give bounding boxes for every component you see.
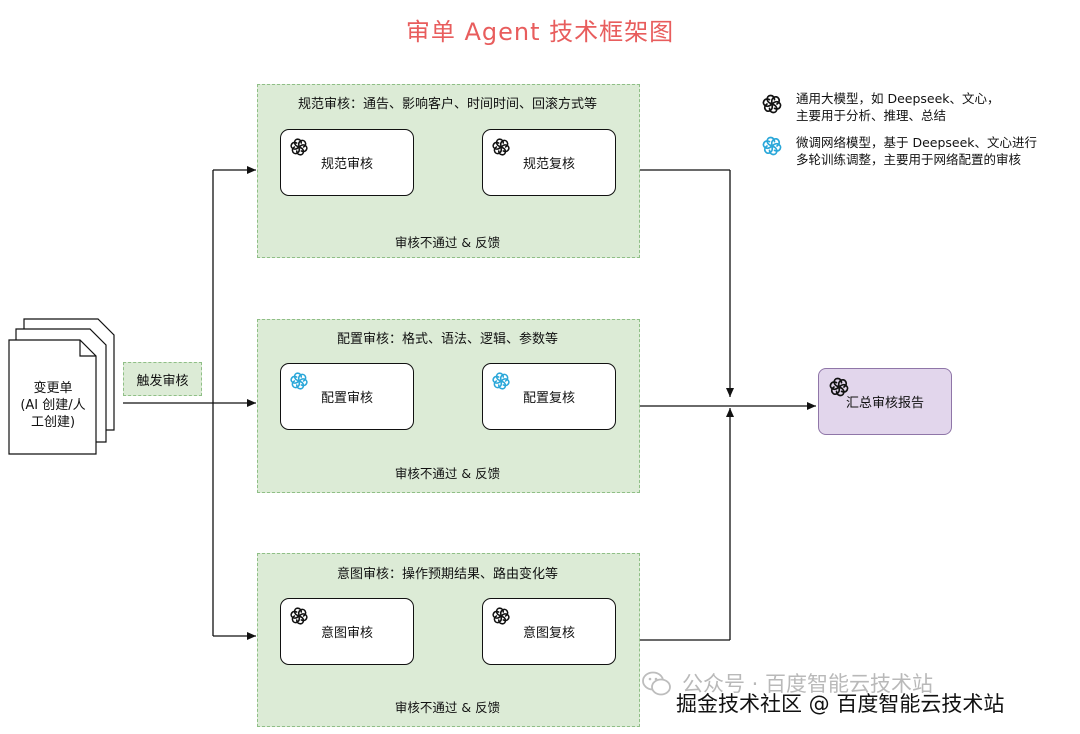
- document-stack-icon: [8, 318, 115, 455]
- group-1-feedback-label: 审核不通过 & 反馈: [394, 235, 501, 250]
- group-3-label: 意图审核：操作预期结果、路由变化等: [336, 567, 558, 582]
- summary-report-node: 汇总审核报告: [818, 368, 952, 435]
- watermark-ghost-text: 公众号 · 百度智能云技术站: [682, 672, 934, 696]
- config-review-label: 配置审核: [320, 391, 373, 406]
- openai-logo-icon: [492, 372, 510, 390]
- intent-review-node: 意图审核: [280, 598, 414, 665]
- trigger-review-box: 触发审核: [123, 362, 202, 396]
- group-2-label: 配置审核：格式、语法、逻辑、参数等: [336, 332, 558, 347]
- config-recheck-label: 配置复核: [522, 391, 575, 406]
- document-label: 变更单 (AI 创建/人 工创建): [20, 381, 86, 430]
- openai-logo-icon: [290, 607, 308, 625]
- intent-recheck-label: 意图复核: [522, 626, 575, 641]
- intent-review-label: 意图审核: [320, 626, 373, 641]
- openai-logo-icon: [290, 138, 308, 156]
- config-review-node: 配置审核: [280, 363, 414, 430]
- group-2-feedback-label: 审核不通过 & 反馈: [394, 466, 501, 481]
- spec-recheck-label: 规范复核: [522, 157, 575, 172]
- legend-finetuned: 微调网络模型，基于 Deepseek、文心进行 多轮训练调整，主要用于网络配置的…: [796, 135, 1038, 167]
- change-order-document: 变更单 (AI 创建/人 工创建): [8, 318, 118, 458]
- wechat-icon: [642, 671, 671, 696]
- openai-logo-icon: [829, 377, 849, 397]
- openai-logo-icon: [762, 136, 782, 156]
- trigger-label: 触发审核: [136, 373, 189, 389]
- config-recheck-node: 配置复核: [482, 363, 616, 430]
- spec-review-node: 规范审核: [280, 129, 414, 196]
- spec-recheck-node: 规范复核: [482, 129, 616, 196]
- spec-review-label: 规范审核: [320, 157, 373, 172]
- openai-logo-icon: [492, 607, 510, 625]
- intent-recheck-node: 意图复核: [482, 598, 616, 665]
- openai-logo-icon: [762, 94, 782, 114]
- legend-general: 通用大模型，如 Deepseek、文心， 主要用于分析、推理、总结: [796, 91, 1000, 123]
- group-3-feedback-label: 审核不通过 & 反馈: [394, 700, 501, 715]
- summary-report-label: 汇总审核报告: [845, 396, 924, 411]
- openai-logo-icon: [290, 372, 308, 390]
- diagram-title: 审单 Agent 技术框架图: [405, 18, 675, 46]
- group-1-label: 规范审核：通告、影响客户、时间时间、回滚方式等: [297, 97, 597, 112]
- watermark-text: 掘金技术社区 @ 百度智能云技术站: [676, 692, 1005, 716]
- openai-logo-icon: [492, 138, 510, 156]
